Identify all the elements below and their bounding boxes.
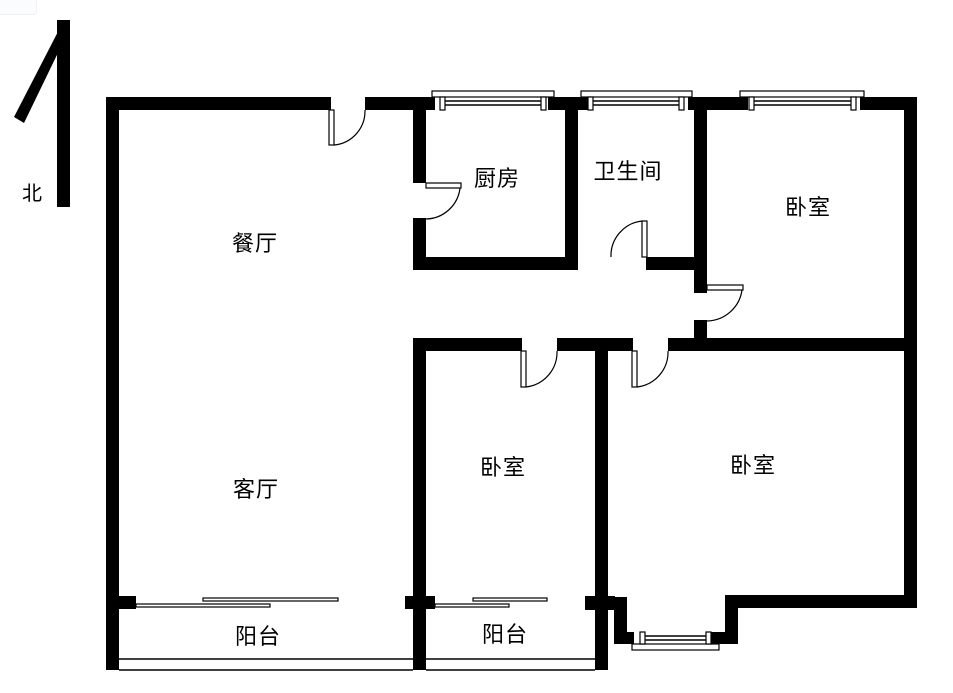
bedroom-center-walls	[413, 338, 633, 670]
bedroom-ne-walls	[668, 320, 917, 351]
bedroom-se-door	[631, 350, 669, 388]
bathroom-door	[610, 220, 648, 258]
sliding-door-bedroom-center	[434, 597, 548, 608]
bathroom-walls	[646, 97, 707, 293]
window-bedroom-ne	[739, 90, 865, 111]
window-kitchen	[431, 90, 555, 111]
room-label-balcony-west: 阳台	[234, 625, 282, 650]
balcony-walls	[106, 596, 615, 671]
kitchen-door	[425, 182, 462, 220]
room-label-balcony-center: 阳台	[481, 623, 529, 648]
room-label-living: 客厅	[232, 478, 280, 503]
room-label-bedroom-se: 卧室	[729, 454, 777, 479]
room-label-bedroom-center: 卧室	[479, 456, 527, 481]
kitchen-walls	[413, 97, 578, 270]
room-label-bedroom-ne: 卧室	[784, 196, 832, 221]
room-label-kitchen: 厨房	[473, 167, 521, 192]
entrance-door	[328, 109, 366, 146]
bedroom-ne-door	[706, 284, 744, 322]
room-label-bathroom: 卫生间	[593, 160, 663, 185]
window-bathroom	[580, 90, 693, 111]
north-arrow-icon	[14, 20, 70, 207]
room-label-dining: 餐厅	[231, 232, 279, 257]
bedroom-center-door	[520, 350, 558, 388]
north-label: 北	[22, 181, 42, 205]
corner-tab	[0, 0, 37, 15]
sliding-door-living	[135, 597, 339, 608]
window-bedroom-se	[631, 631, 720, 651]
